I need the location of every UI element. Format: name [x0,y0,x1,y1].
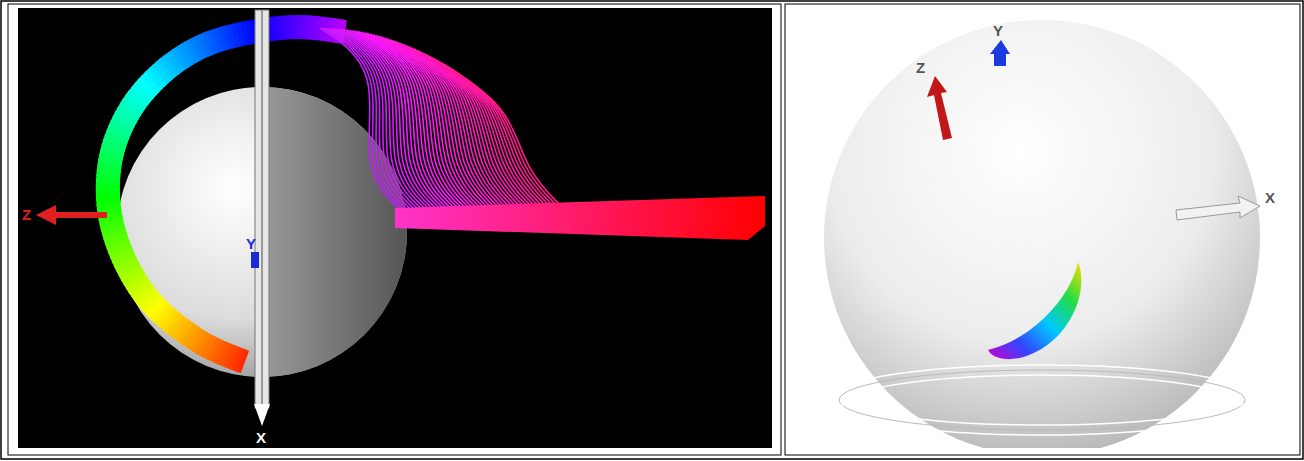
axis-label: Z [22,207,31,222]
axis-label: X [1265,190,1275,205]
axis-label: X [256,430,266,445]
axis-label: Y [246,236,256,251]
axis-label: Z [916,60,925,75]
axis-label: Y [993,23,1003,38]
